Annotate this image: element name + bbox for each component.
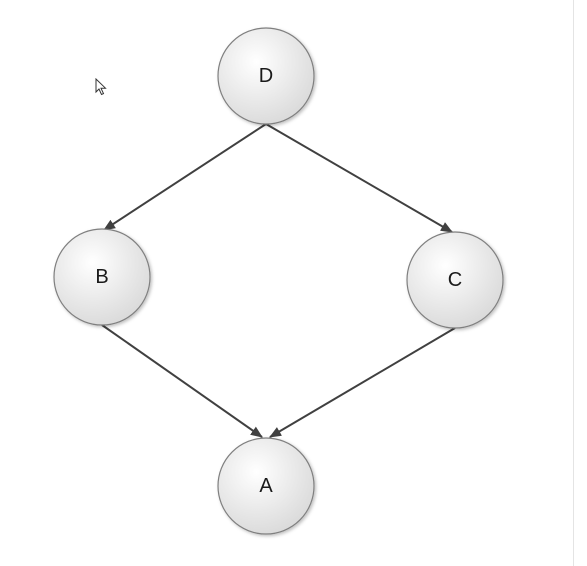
node-c-circle[interactable]: [406, 231, 504, 329]
node-b-label: B: [95, 266, 108, 288]
node-c-label: C: [448, 269, 462, 291]
node-c[interactable]: C: [406, 231, 504, 329]
node-d[interactable]: D: [217, 27, 315, 125]
mouse-pointer-icon: [95, 78, 107, 96]
edges-layer: [101, 123, 456, 438]
edge-d-to-b: [103, 123, 267, 231]
canvas-right-border: [573, 0, 574, 566]
dag-diagram: D B C A: [53, 27, 504, 535]
node-d-label: D: [259, 65, 273, 87]
node-a-circle[interactable]: [217, 437, 315, 535]
node-d-circle[interactable]: [217, 27, 315, 125]
nodes-layer: D B C A: [53, 27, 504, 535]
node-b-circle[interactable]: [53, 228, 151, 326]
node-b[interactable]: B: [53, 228, 151, 326]
node-a[interactable]: A: [217, 437, 315, 535]
node-a-label: A: [259, 475, 273, 497]
edge-d-to-c: [265, 123, 453, 233]
edge-b-to-a: [101, 324, 263, 438]
edge-c-to-a: [269, 327, 456, 438]
